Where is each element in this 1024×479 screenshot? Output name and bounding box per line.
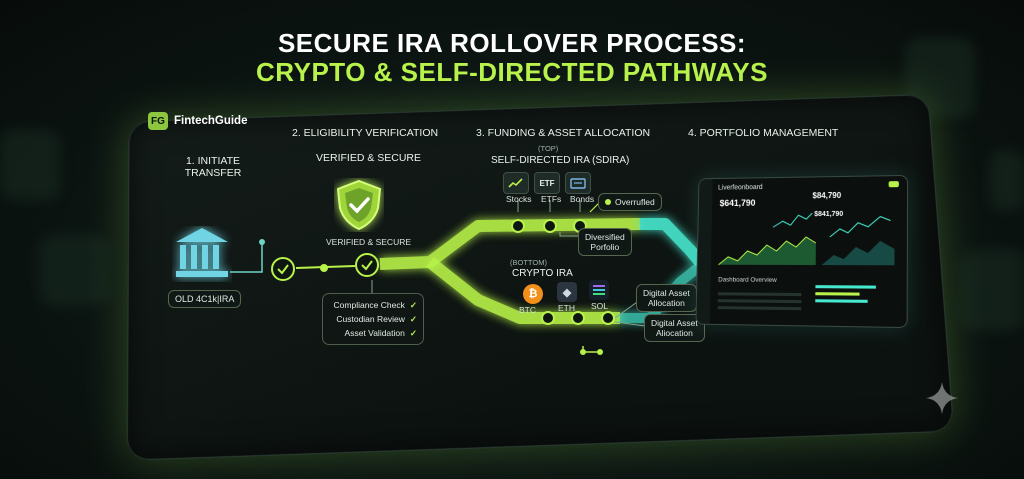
dashboard-table (717, 288, 802, 317)
dashboard-bars (815, 281, 886, 312)
etf-icon: ETF (534, 172, 560, 194)
checklist-item: Compliance Check✓ (333, 300, 417, 310)
coin-label-sol: SOL (591, 301, 609, 311)
asset-label-stocks: Stocks (506, 194, 532, 204)
check-icon: ✓ (409, 328, 417, 338)
check-icon: ✓ (409, 314, 417, 324)
dashboard-title: Liverfeonboard (718, 184, 763, 192)
dashboard-value-2: $84,790 (812, 190, 842, 201)
step3-heading: 3. FUNDING & ASSET ALLOCATION (476, 127, 651, 139)
bitcoin-icon: ₿ (523, 284, 543, 304)
page-title-line1: SECURE IRA ROLLOVER PROCESS: (277, 28, 747, 58)
checklist-item: Custodian Review✓ (336, 314, 417, 324)
sparkle-icon (926, 382, 958, 414)
status-dot-icon (605, 199, 611, 205)
shield-caption: VERIFIED & SECURE (326, 237, 412, 247)
bank-icon (176, 228, 228, 277)
checkpoint-icon (271, 257, 295, 281)
diversified-portfolio-chip: Diversified Porfolio (578, 228, 632, 256)
overruled-chip: Overrufled (598, 193, 662, 211)
verification-checklist: Compliance Check✓ Custodian Review✓ Asse… (322, 293, 424, 345)
dashboard-sidebar (696, 179, 713, 324)
step1-heading: 1. INITIATE TRANSFER (184, 155, 242, 179)
portfolio-dashboard: Liverfeonboard $641,790 $84,790 $841,790… (695, 174, 909, 329)
coin-label-eth: ETH (558, 303, 575, 313)
crypto-tag: (BOTTOM) (510, 258, 547, 267)
checklist-item: Asset Validation✓ (344, 328, 417, 338)
coin-label-btc: BTC (519, 305, 536, 315)
brand-logo: FG FintechGuide (148, 112, 247, 130)
dashboard-value-1: $641,790 (719, 197, 756, 209)
sdira-title: SELF-DIRECTED IRA (SDIRA) (491, 155, 630, 166)
shield-icon (336, 179, 382, 231)
brand-badge: FG (148, 112, 168, 130)
page-title-line2: CRYPTO & SELF-DIRECTED PATHWAYS (256, 57, 768, 87)
ethereum-icon: ◆ (557, 282, 577, 302)
check-icon: ✓ (409, 300, 417, 310)
asset-label-bonds: Bonds (570, 194, 595, 204)
solana-icon (589, 280, 609, 300)
step4-heading: 4. PORTFOLIO MANAGEMENT (688, 127, 839, 139)
verified-check-icon (355, 253, 379, 277)
brand-name: FintechGuide (174, 115, 248, 127)
stocks-chart-icon (503, 172, 529, 194)
step2-subheading: VERIFIED & SECURE (316, 152, 422, 164)
step2-heading: 2. ELIGIBILITY VERIFICATION (292, 127, 439, 139)
asset-label-etfs: ETFs (541, 194, 562, 204)
dashboard-action-icon[interactable] (888, 181, 899, 188)
bonds-icon (565, 172, 591, 194)
digital-asset-allocation-chip-2: Digital Asset Aliocation (644, 314, 705, 342)
digital-asset-allocation-chip: Digital Asset Allocation (636, 284, 697, 312)
source-account-label: OLD 4C1k|IRA (168, 290, 242, 308)
crypto-title: CRYPTO IRA (512, 268, 573, 279)
sdira-tag: (TOP) (538, 144, 559, 153)
dashboard-charts (715, 206, 895, 267)
dashboard-section-title: Dashboard Overview (718, 276, 777, 284)
